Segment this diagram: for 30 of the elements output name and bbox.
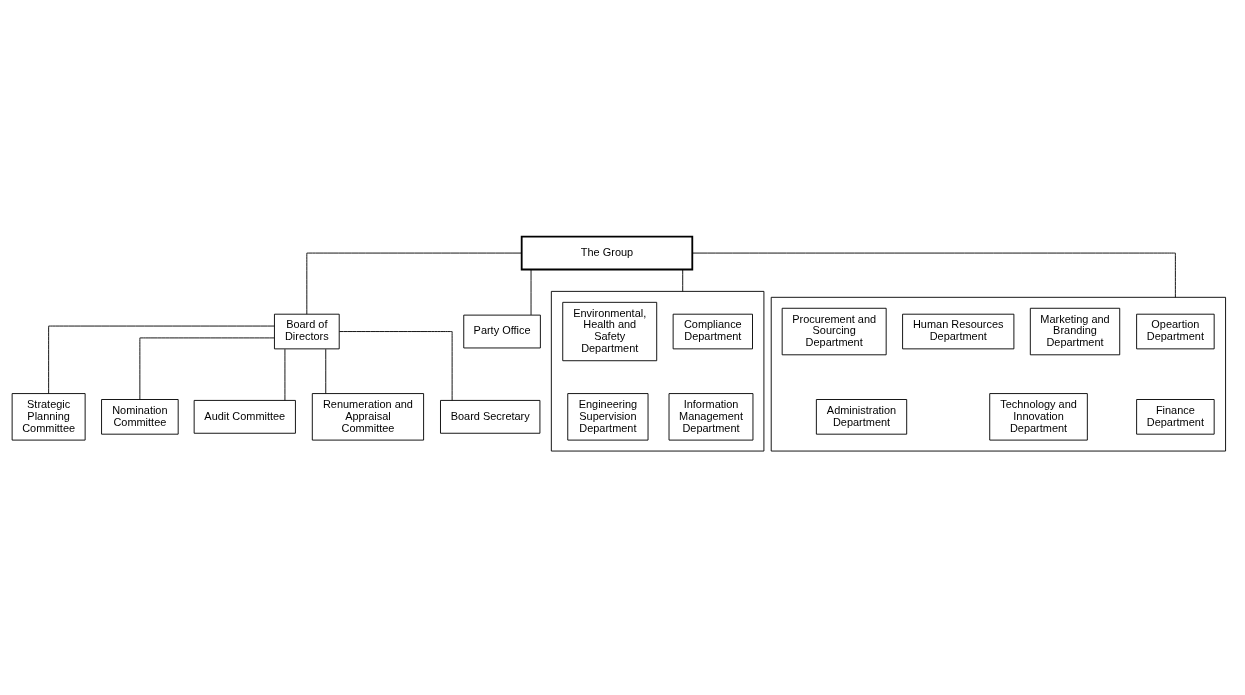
node-box: Nomination Committee bbox=[101, 399, 179, 435]
node-box: Finance Department bbox=[1136, 399, 1215, 435]
node-box: Marketing and Branding Department bbox=[1029, 307, 1121, 356]
connector bbox=[530, 269, 532, 316]
node-box: Audit Committee bbox=[193, 399, 296, 434]
connector bbox=[284, 348, 286, 401]
connector bbox=[682, 269, 684, 292]
node-box: The Group bbox=[520, 235, 694, 271]
node-box: Human Resources Department bbox=[902, 313, 1015, 350]
cluster bbox=[770, 296, 1226, 452]
connector bbox=[691, 252, 1176, 298]
node-box: Compliance Department bbox=[672, 313, 753, 350]
node-box: Technology and Innovation Department bbox=[989, 393, 1088, 441]
node-box: Party Office bbox=[463, 314, 541, 349]
node-box: Information Management Department bbox=[668, 393, 754, 441]
node-box: Board Secretary bbox=[440, 399, 541, 434]
connector bbox=[306, 252, 522, 315]
connector bbox=[48, 325, 275, 394]
node-box: Engineering Supervision Department bbox=[567, 393, 649, 441]
node-box: Renumeration and Appraisal Committee bbox=[311, 393, 425, 441]
node-box: Procurement and Sourcing Department bbox=[781, 307, 887, 356]
connector bbox=[325, 348, 327, 394]
node-box: Administration Department bbox=[815, 399, 908, 435]
connector bbox=[338, 331, 453, 401]
node-box: Opeartion Department bbox=[1136, 313, 1215, 350]
node-box: Environmental, Health and Safety Department bbox=[562, 301, 658, 362]
node-box: Strategic Planning Committee bbox=[11, 393, 86, 441]
cluster bbox=[550, 290, 765, 452]
connector bbox=[139, 337, 275, 400]
node-box: Board of Directors bbox=[274, 313, 340, 350]
